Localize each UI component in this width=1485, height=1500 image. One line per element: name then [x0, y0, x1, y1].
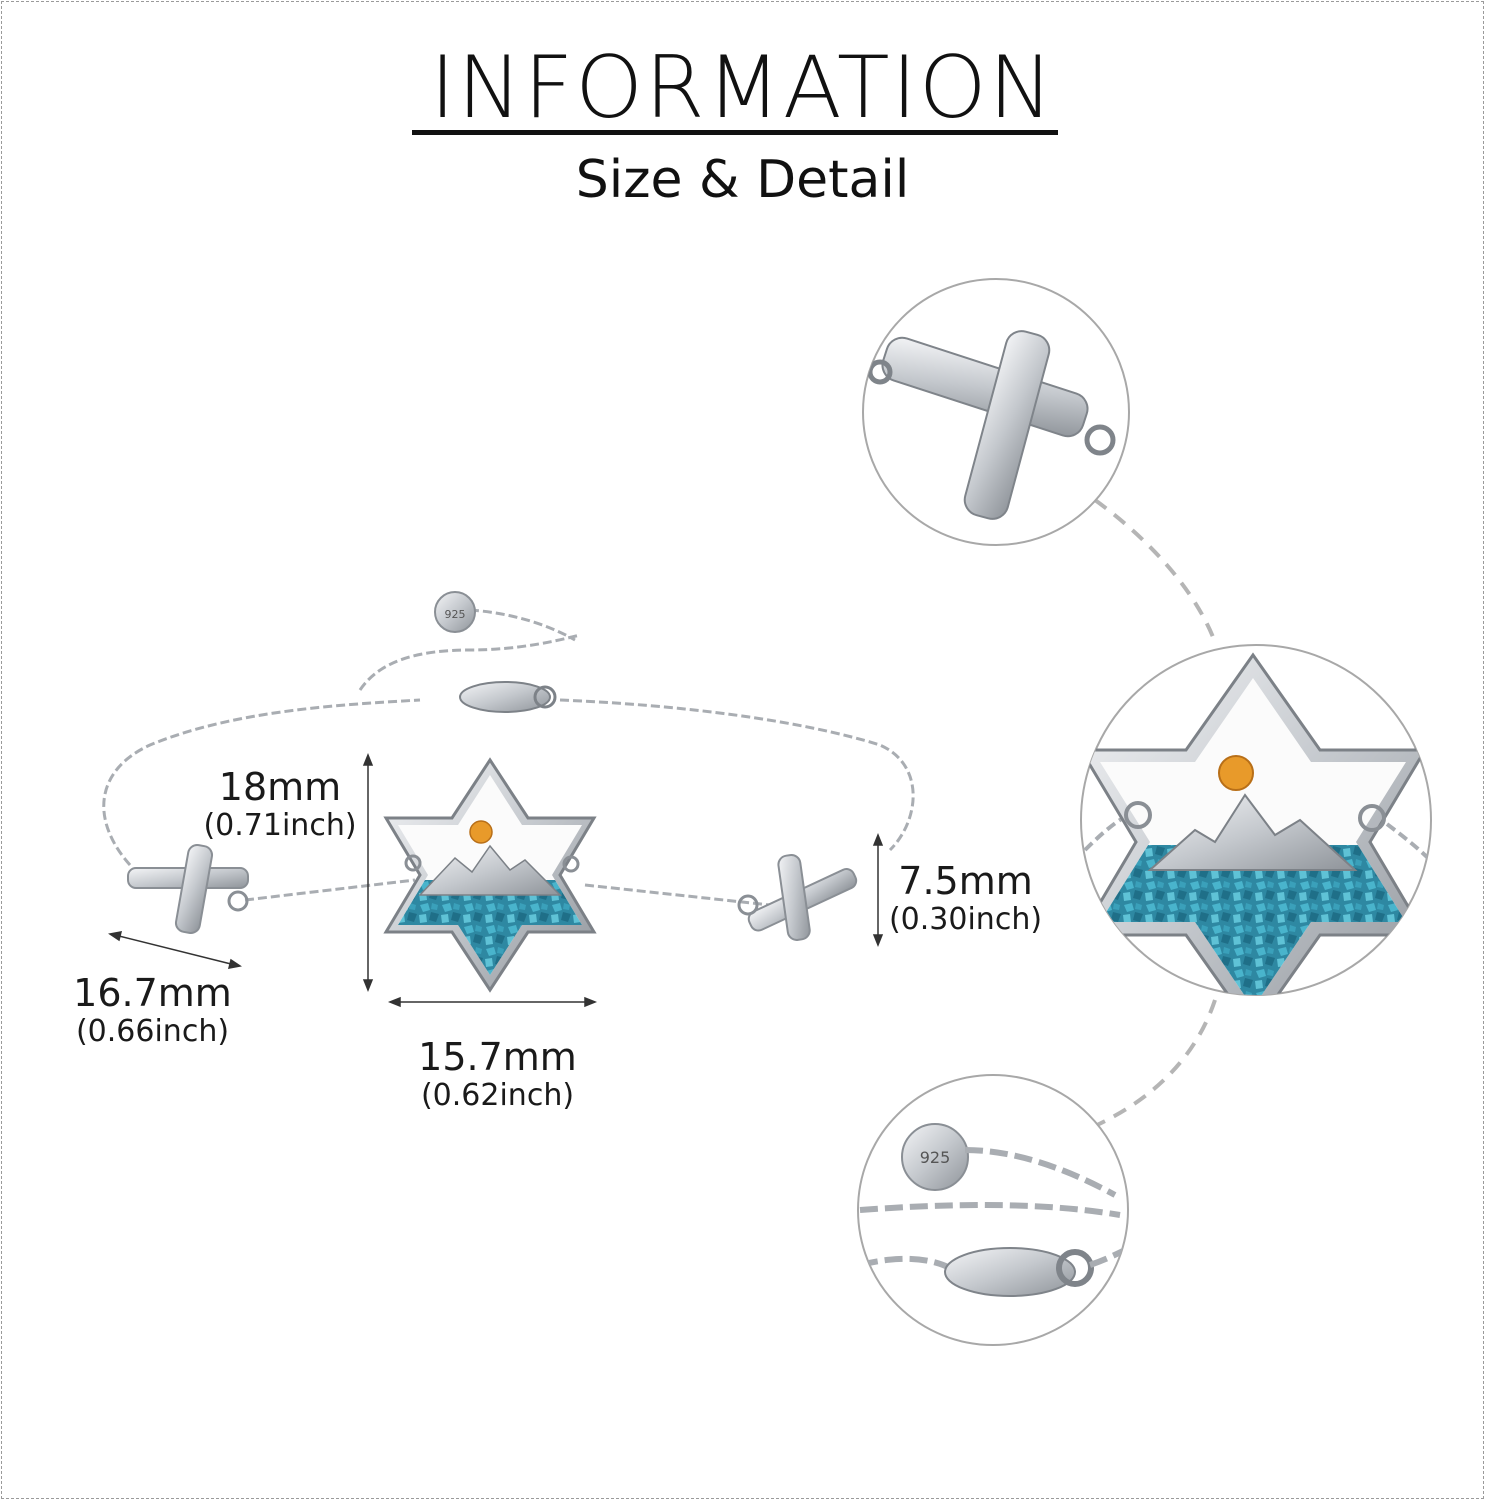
star-width-inch: (0.62inch): [420, 1078, 575, 1113]
zoom-tag-text: 925: [920, 1148, 951, 1167]
lobster-clasp: [459, 681, 557, 713]
star-pendant: [383, 757, 597, 993]
cross-width-label: 7.5mm (0.30inch): [878, 860, 1053, 938]
right-cross: [737, 854, 858, 941]
detail-circle-star: [1080, 644, 1432, 996]
dimension-lines: [108, 752, 884, 1008]
cross-length-mm: 16.7mm: [73, 971, 232, 1015]
detail-circle-clasp: 925: [857, 1074, 1129, 1346]
cross-width-inch: (0.30inch): [888, 902, 1043, 937]
star-height-inch: (0.71inch): [203, 808, 357, 843]
925-tag: 925: [434, 591, 476, 633]
star-width-label: 15.7mm (0.62inch): [405, 1036, 590, 1114]
cross-length-label: 16.7mm (0.66inch): [60, 972, 245, 1050]
star-width-mm: 15.7mm: [418, 1035, 577, 1079]
title-underline: [412, 130, 1058, 135]
connector-dashes: [1093, 498, 1217, 1127]
detail-circle-cross: [862, 278, 1130, 546]
star-height-mm: 18mm: [218, 765, 342, 809]
cross-length-inch: (0.66inch): [75, 1014, 230, 1049]
star-height-label: 18mm (0.71inch): [190, 766, 370, 844]
bracelet-chain: [102, 608, 915, 907]
cross-width-mm: 7.5mm: [898, 859, 1033, 903]
page-title: INFORMATION: [430, 38, 1055, 138]
tag-text: 925: [445, 608, 466, 621]
left-cross: [127, 844, 249, 934]
page-subtitle: Size & Detail: [575, 150, 910, 210]
